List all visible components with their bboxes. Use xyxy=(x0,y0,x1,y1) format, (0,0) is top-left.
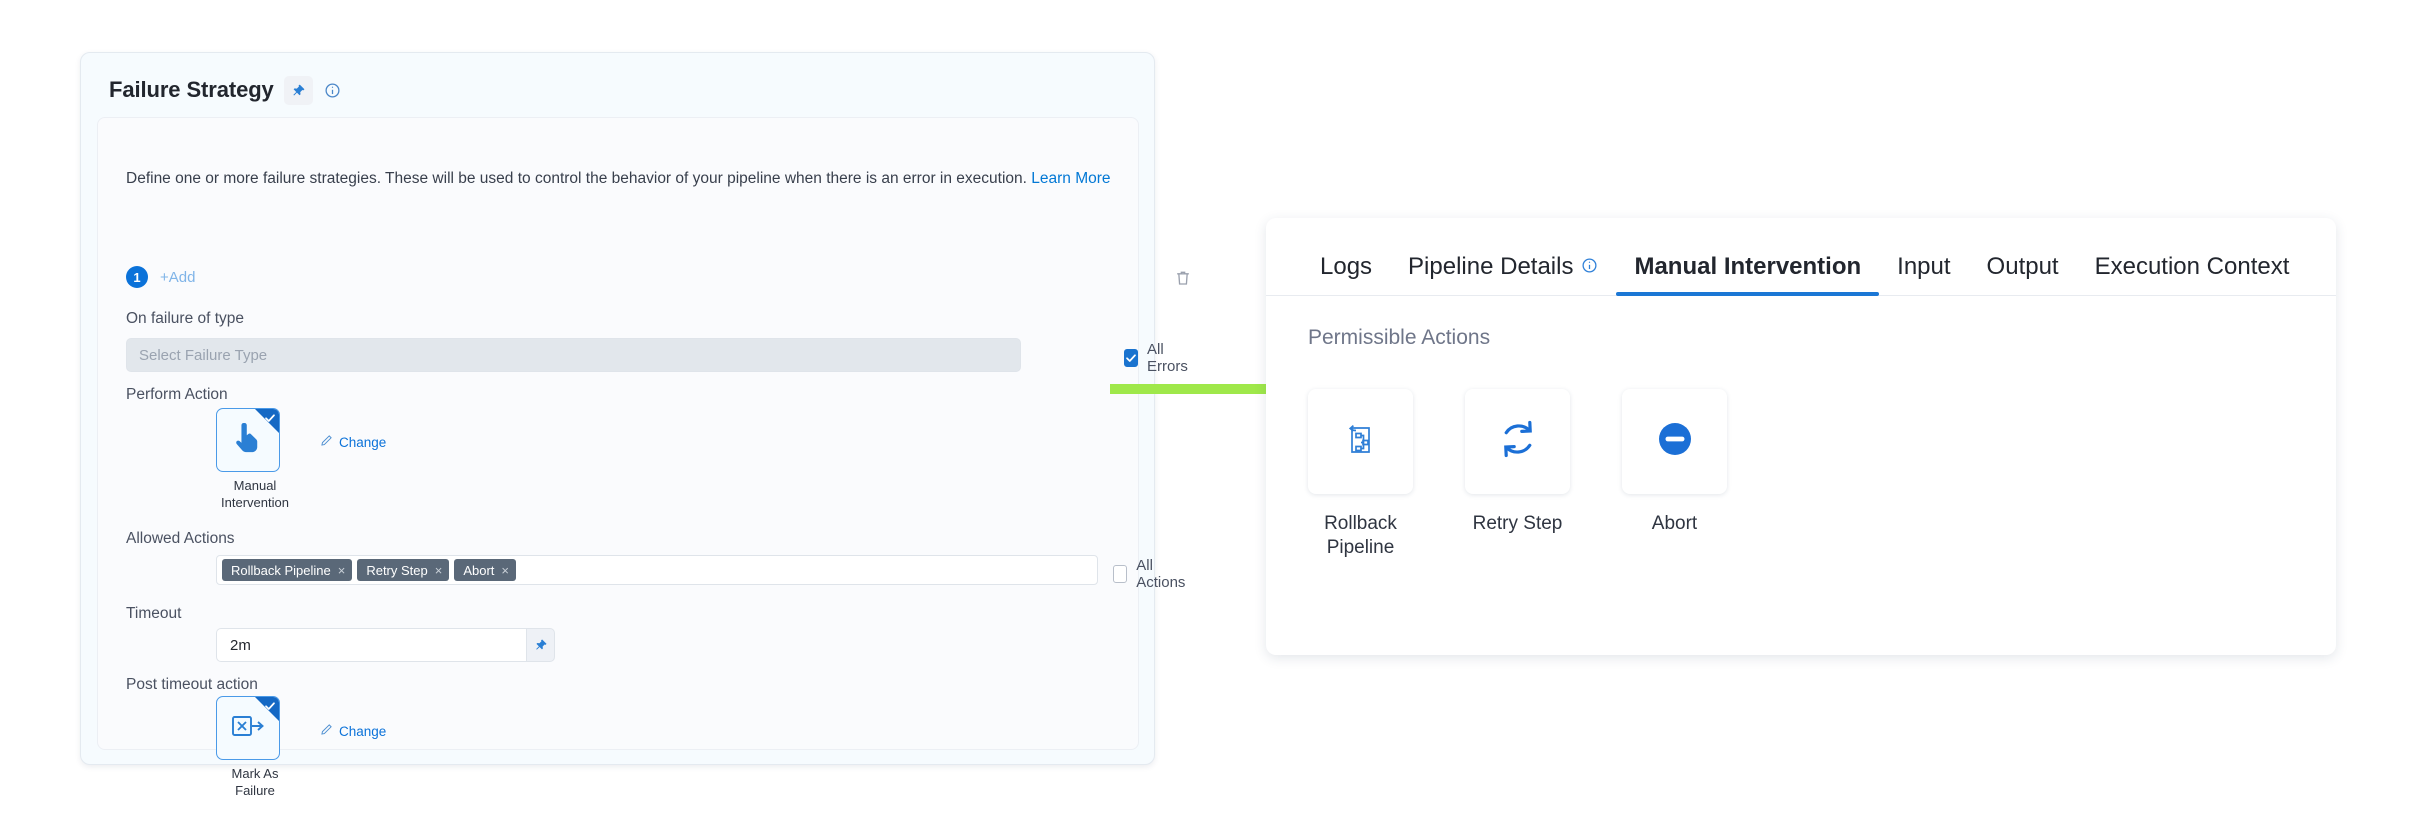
change-label: Change xyxy=(339,723,387,739)
trash-icon[interactable] xyxy=(1173,268,1195,290)
perform-action-selected-label: Manual Intervention xyxy=(221,478,289,510)
description-text: Define one or more failure strategies. T… xyxy=(126,170,1027,187)
permissible-actions-list: Rollback Pipeline Retry S xyxy=(1308,389,2336,561)
all-actions-label: All Actions xyxy=(1136,557,1186,591)
checkbox-box-checked[interactable] xyxy=(1124,349,1138,367)
tab-bar: Logs Pipeline Details Manual Interventio… xyxy=(1266,218,2336,296)
on-failure-type-label: On failure of type xyxy=(126,310,245,327)
hand-pointer-icon xyxy=(233,421,263,460)
rollback-pipeline-button[interactable] xyxy=(1308,389,1413,494)
strategy-index-badge[interactable]: 1 xyxy=(126,266,148,288)
tag-remove-icon[interactable]: × xyxy=(434,562,443,578)
tab-execution-context[interactable]: Execution Context xyxy=(2077,253,2308,295)
permissible-actions-title: Permissible Actions xyxy=(1308,326,1491,349)
all-actions-checkbox[interactable]: All Actions xyxy=(1113,557,1189,591)
action-label: Retry Step xyxy=(1472,513,1563,534)
tab-manual-intervention[interactable]: Manual Intervention xyxy=(1616,253,1879,296)
timeout-value: 2m xyxy=(230,636,251,654)
manual-intervention-card[interactable] xyxy=(216,408,280,472)
tab-label: Pipeline Details xyxy=(1408,253,1574,280)
failure-strategy-header: Failure Strategy xyxy=(81,53,1154,109)
checkbox-box-unchecked[interactable] xyxy=(1113,565,1128,583)
action-label: Rollback Pipeline xyxy=(1324,513,1397,559)
pencil-icon xyxy=(320,723,333,739)
tag-label: Retry Step xyxy=(366,562,428,578)
pin-icon[interactable] xyxy=(283,75,313,105)
allowed-actions-input[interactable]: Rollback Pipeline × Retry Step × Abort × xyxy=(216,555,1098,585)
failure-type-select[interactable]: Select Failure Type xyxy=(126,338,1021,372)
action-abort: Abort xyxy=(1622,389,1727,561)
perform-action-card-wrap: Manual Intervention xyxy=(216,408,294,511)
info-circle-icon[interactable] xyxy=(1581,253,1598,281)
manual-intervention-panel: Logs Pipeline Details Manual Interventio… xyxy=(1266,218,2336,655)
tag-remove-icon[interactable]: × xyxy=(337,562,346,578)
strategy-add-row: 1 +Add xyxy=(126,266,195,288)
timeout-pin-icon[interactable] xyxy=(526,628,555,662)
perform-action-change-button[interactable]: Change xyxy=(320,434,386,450)
action-label: Abort xyxy=(1651,513,1698,534)
info-circle-icon[interactable] xyxy=(323,80,343,100)
retry-step-button[interactable] xyxy=(1465,389,1570,494)
failure-strategy-panel: Failure Strategy Define one or more fail… xyxy=(80,52,1189,798)
tag-abort[interactable]: Abort × xyxy=(454,559,517,581)
timeout-label: Timeout xyxy=(126,605,182,622)
check-icon xyxy=(264,699,276,711)
allowed-actions-label: Allowed Actions xyxy=(126,530,235,547)
failure-type-placeholder: Select Failure Type xyxy=(139,346,268,364)
post-timeout-action-label: Post timeout action xyxy=(126,676,258,693)
failure-strategy-description: Define one or more failure strategies. T… xyxy=(126,170,1111,188)
post-timeout-selected-label: Mark As Failure xyxy=(231,766,279,798)
selected-corner xyxy=(255,697,279,721)
tab-logs[interactable]: Logs xyxy=(1302,253,1390,295)
abort-button[interactable] xyxy=(1622,389,1727,494)
tab-label: Logs xyxy=(1320,253,1373,280)
change-label: Change xyxy=(339,434,387,450)
retry-step-icon xyxy=(1495,416,1541,467)
tag-remove-icon[interactable]: × xyxy=(501,562,510,578)
mark-as-failure-card[interactable] xyxy=(216,696,280,760)
failure-strategy-body: Define one or more failure strategies. T… xyxy=(97,117,1189,798)
action-retry-step: Retry Step xyxy=(1465,389,1570,561)
add-strategy-button[interactable]: +Add xyxy=(160,268,196,286)
post-timeout-card-wrap: Mark As Failure xyxy=(216,696,294,799)
page-title: Failure Strategy xyxy=(109,77,274,102)
selected-corner xyxy=(255,409,279,433)
timeout-field: 2m xyxy=(216,628,555,662)
rollback-pipeline-icon xyxy=(1341,419,1381,464)
all-errors-label: All Errors xyxy=(1147,341,1188,375)
tag-label: Rollback Pipeline xyxy=(231,562,331,578)
tab-label: Input xyxy=(1897,253,1951,280)
learn-more-link[interactable]: Learn More xyxy=(1031,170,1111,187)
tag-rollback-pipeline[interactable]: Rollback Pipeline × xyxy=(222,559,353,581)
tag-retry-step[interactable]: Retry Step × xyxy=(357,559,450,581)
action-rollback-pipeline: Rollback Pipeline xyxy=(1308,389,1413,561)
tab-pipeline-details[interactable]: Pipeline Details xyxy=(1390,253,1616,295)
tab-output[interactable]: Output xyxy=(1969,253,2077,295)
tab-label: Execution Context xyxy=(2094,253,2290,280)
all-errors-checkbox[interactable]: All Errors xyxy=(1124,341,1192,375)
tab-label: Output xyxy=(1986,253,2059,280)
tab-input[interactable]: Input xyxy=(1879,253,1968,295)
timeout-input[interactable]: 2m xyxy=(216,628,526,662)
tag-label: Abort xyxy=(463,562,495,578)
abort-icon xyxy=(1652,416,1698,467)
perform-action-label: Perform Action xyxy=(126,386,228,403)
pencil-icon xyxy=(320,434,333,450)
tab-label: Manual Intervention xyxy=(1634,253,1862,280)
post-timeout-change-button[interactable]: Change xyxy=(320,723,386,739)
check-icon xyxy=(264,411,276,423)
permissible-actions-section: Permissible Actions xyxy=(1266,296,2336,561)
mark-as-failure-icon xyxy=(230,712,266,745)
